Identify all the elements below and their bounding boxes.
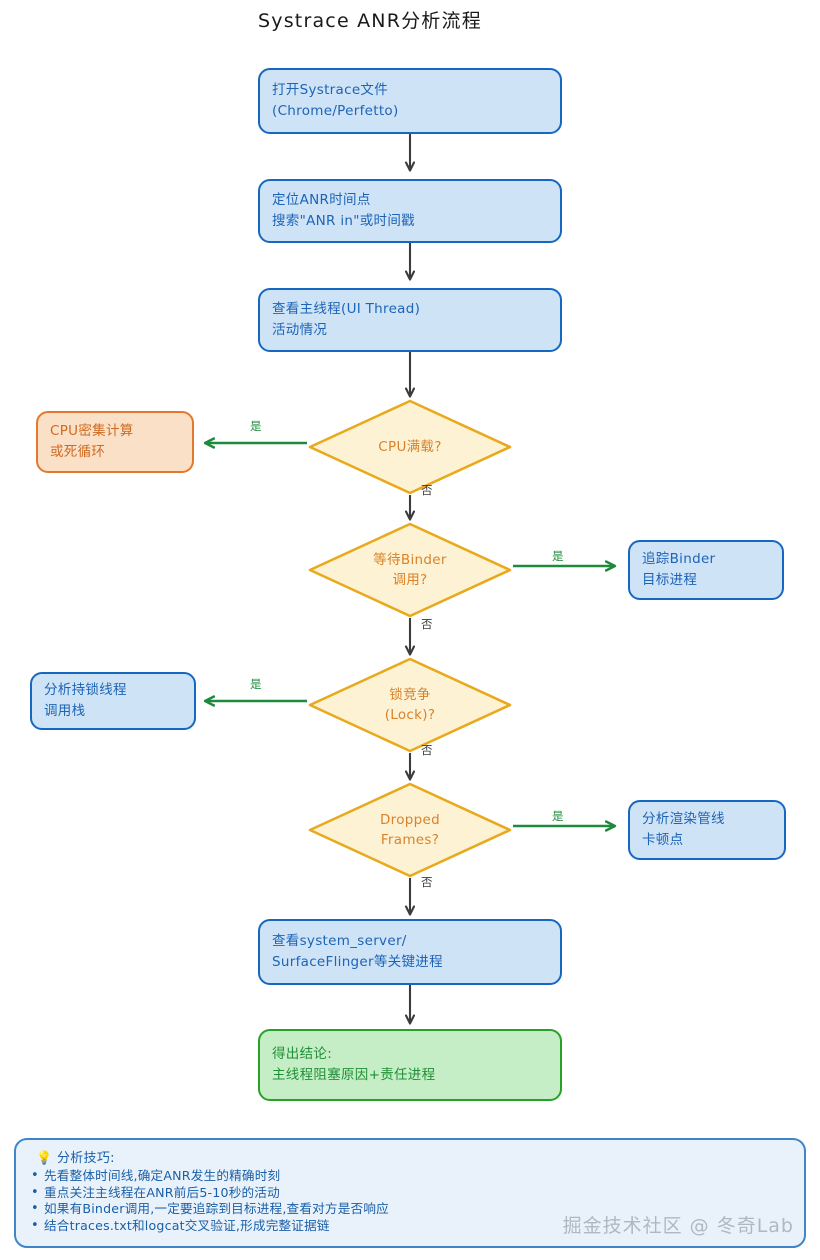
node-analyze-render-pipeline-jank[interactable]: 分析渲染管线 卡顿点	[628, 800, 786, 860]
edge-label-binder-no: 否	[421, 617, 433, 631]
node-conclusion[interactable]: 得出结论: 主线程阻塞原因+责任进程	[258, 1029, 562, 1101]
edge-label-lock-yes: 是	[250, 677, 262, 691]
node-locate-anr-time[interactable]: 定位ANR时间点 搜索"ANR in"或时间戳	[258, 179, 562, 243]
node-check-system-server[interactable]: 查看system_server/ SurfaceFlinger等关键进程	[258, 919, 562, 985]
edge-label-binder-yes: 是	[552, 549, 564, 563]
node-line-1: 查看system_server/	[272, 933, 407, 950]
decision-dropped-frames[interactable]: Dropped Frames?	[310, 784, 510, 876]
decision-line-1: 锁竞争	[389, 686, 431, 703]
page-title: Systrace ANR分析流程	[258, 10, 482, 32]
decision-cpu-full[interactable]: CPU满载?	[310, 401, 510, 493]
node-trace-binder-target-process[interactable]: 追踪Binder 目标进程	[628, 540, 784, 600]
node-line-2: 目标进程	[642, 572, 698, 588]
edge-label-lock-no: 否	[421, 743, 433, 757]
node-line-2: 活动情况	[272, 322, 328, 338]
node-line-1: 定位ANR时间点	[272, 192, 371, 209]
list-item: 如果有Binder调用,一定要追踪到目标进程,查看对方是否响应	[30, 1200, 790, 1218]
yes-branch-arrows	[206, 443, 614, 826]
node-open-systrace-file[interactable]: 打开Systrace文件 (Chrome/Perfetto)	[258, 68, 562, 134]
node-line-1: 得出结论:	[272, 1046, 333, 1063]
decision-lock-contention[interactable]: 锁竞争 (Lock)?	[310, 659, 510, 751]
decision-line-2: 调用?	[392, 572, 428, 588]
tips-list: 先看整体时间线,确定ANR发生的精确时刻 重点关注主线程在ANR前后5-10秒的…	[30, 1167, 790, 1235]
node-line-2: 或死循环	[50, 444, 106, 460]
node-analyze-lock-holder-stack[interactable]: 分析持锁线程 调用栈	[30, 672, 196, 730]
decision-wait-binder-shape	[308, 522, 512, 618]
decision-line-2: (Lock)?	[384, 707, 436, 723]
edge-label-cpu-yes: 是	[250, 419, 262, 433]
node-line-2: SurfaceFlinger等关键进程	[272, 954, 443, 970]
node-inspect-main-thread[interactable]: 查看主线程(UI Thread) 活动情况	[258, 288, 562, 352]
node-line-2: 调用栈	[44, 703, 86, 719]
decision-label: 锁竞争 (Lock)?	[385, 685, 436, 726]
decision-line-1: 等待Binder	[373, 551, 447, 568]
tips-heading-row: 💡 分析技巧:	[36, 1147, 790, 1166]
node-line-1: 打开Systrace文件	[272, 82, 389, 99]
node-line-1: 追踪Binder	[642, 551, 716, 568]
node-line-1: 查看主线程(UI Thread)	[272, 301, 421, 318]
edge-label-frames-no: 否	[421, 875, 433, 889]
list-item: 结合traces.txt和logcat交叉验证,形成完整证据链	[30, 1217, 790, 1235]
node-line-1: 分析持锁线程	[44, 682, 127, 699]
tips-heading: 分析技巧:	[56, 1151, 115, 1166]
decision-label: CPU满载?	[378, 437, 441, 457]
decision-lock-contention-shape	[308, 657, 512, 753]
decision-dropped-frames-shape	[308, 782, 512, 878]
decision-cpu-full-shape	[308, 399, 512, 495]
decision-line-1: CPU满载?	[378, 438, 442, 455]
decision-label: Dropped Frames?	[380, 810, 440, 851]
node-line-2: 主线程阻塞原因+责任进程	[272, 1067, 436, 1083]
node-line-2: 卡顿点	[642, 832, 684, 848]
list-item: 重点关注主线程在ANR前后5-10秒的活动	[30, 1184, 790, 1202]
node-cpu-intensive-or-infinite-loop[interactable]: CPU密集计算 或死循环	[36, 411, 194, 473]
node-line-2: 搜索"ANR in"或时间戳	[272, 213, 415, 229]
decision-line-1: Dropped	[379, 811, 441, 828]
edge-label-frames-yes: 是	[552, 809, 564, 823]
node-line-2: (Chrome/Perfetto)	[272, 103, 399, 119]
list-item: 先看整体时间线,确定ANR发生的精确时刻	[30, 1167, 790, 1185]
lightbulb-icon: 💡	[36, 1151, 53, 1166]
analysis-tips-panel: 💡 分析技巧: 先看整体时间线,确定ANR发生的精确时刻 重点关注主线程在ANR…	[14, 1138, 806, 1248]
decision-line-2: Frames?	[380, 832, 440, 848]
decision-wait-binder[interactable]: 等待Binder 调用?	[310, 524, 510, 616]
node-line-1: CPU密集计算	[50, 423, 134, 440]
decision-label: 等待Binder 调用?	[373, 550, 446, 591]
node-line-1: 分析渲染管线	[642, 811, 725, 828]
edge-label-cpu-no: 否	[421, 483, 433, 497]
